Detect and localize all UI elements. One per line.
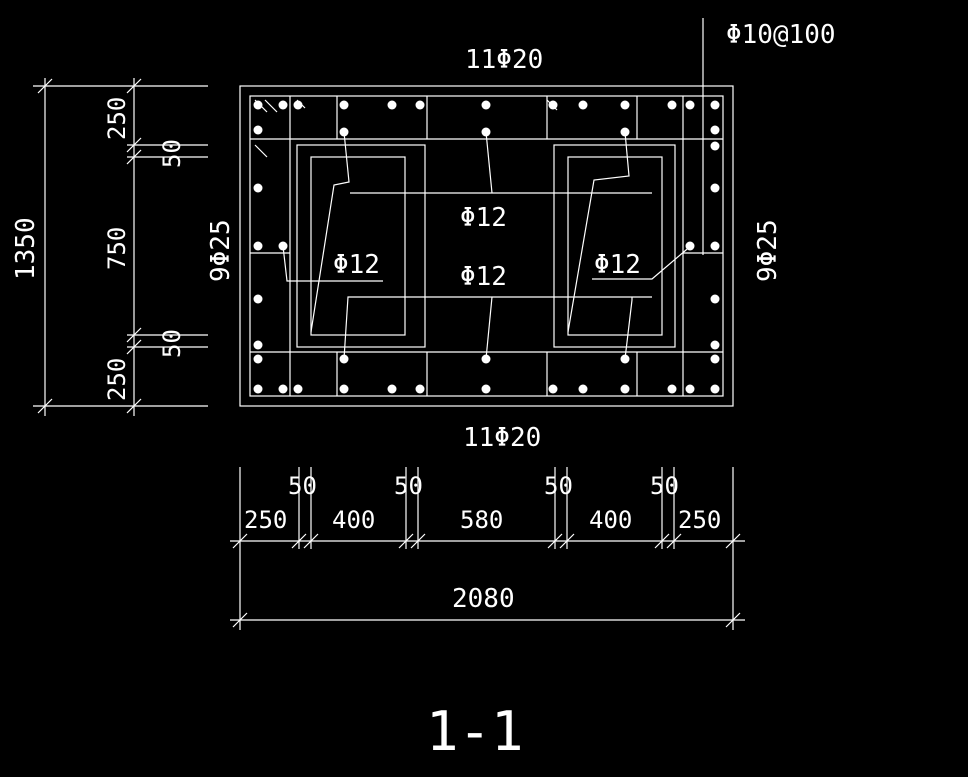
dim-left-seg-4: 50 [158,329,186,358]
bottom-bars-label: 11Φ20 [463,423,541,453]
dim-bottom-seg-2: 50 [288,472,317,500]
left-dimension-chain [33,78,208,416]
right-opening [553,144,676,348]
left-opening [296,144,426,348]
stirrup-label: Φ10@100 [726,20,836,50]
top-bars-label: 11Φ20 [465,45,543,75]
dim-bottom-seg-7: 400 [589,506,632,534]
right-side-bars-label: 9Φ25 [753,219,783,282]
dim-bottom-seg-4: 50 [394,472,423,500]
inner-label-right: Φ12 [594,250,641,280]
inner-label-center-bottom: Φ12 [460,262,507,292]
inner-label-left: Φ12 [333,250,380,280]
dim-left-seg-5: 250 [103,358,131,401]
dim-total-height: 1350 [11,217,41,280]
inner-label-center-top: Φ12 [460,203,507,233]
dim-bottom-seg-3: 400 [332,506,375,534]
outer-stirrup [249,95,724,397]
tie-bars [282,131,691,360]
internal-vertical-lines [289,96,684,396]
dim-left-seg-3: 750 [103,227,131,270]
dim-total-width: 2080 [452,584,515,614]
left-side-bars-label: 9Φ25 [206,219,236,282]
dim-bottom-seg-8: 50 [650,472,679,500]
section-outline [239,85,734,407]
dim-bottom-seg-5: 580 [460,506,503,534]
dim-bottom-seg-1: 250 [244,506,287,534]
bottom-dimension-chain [230,467,745,630]
section-title: 1-1 [426,700,524,763]
rebars [253,100,720,394]
dim-left-seg-1: 250 [103,97,131,140]
dim-bottom-seg-9: 250 [678,506,721,534]
internal-horizontal-lines [250,138,723,353]
dim-left-seg-2: 50 [158,139,186,168]
dim-bottom-seg-6: 50 [544,472,573,500]
